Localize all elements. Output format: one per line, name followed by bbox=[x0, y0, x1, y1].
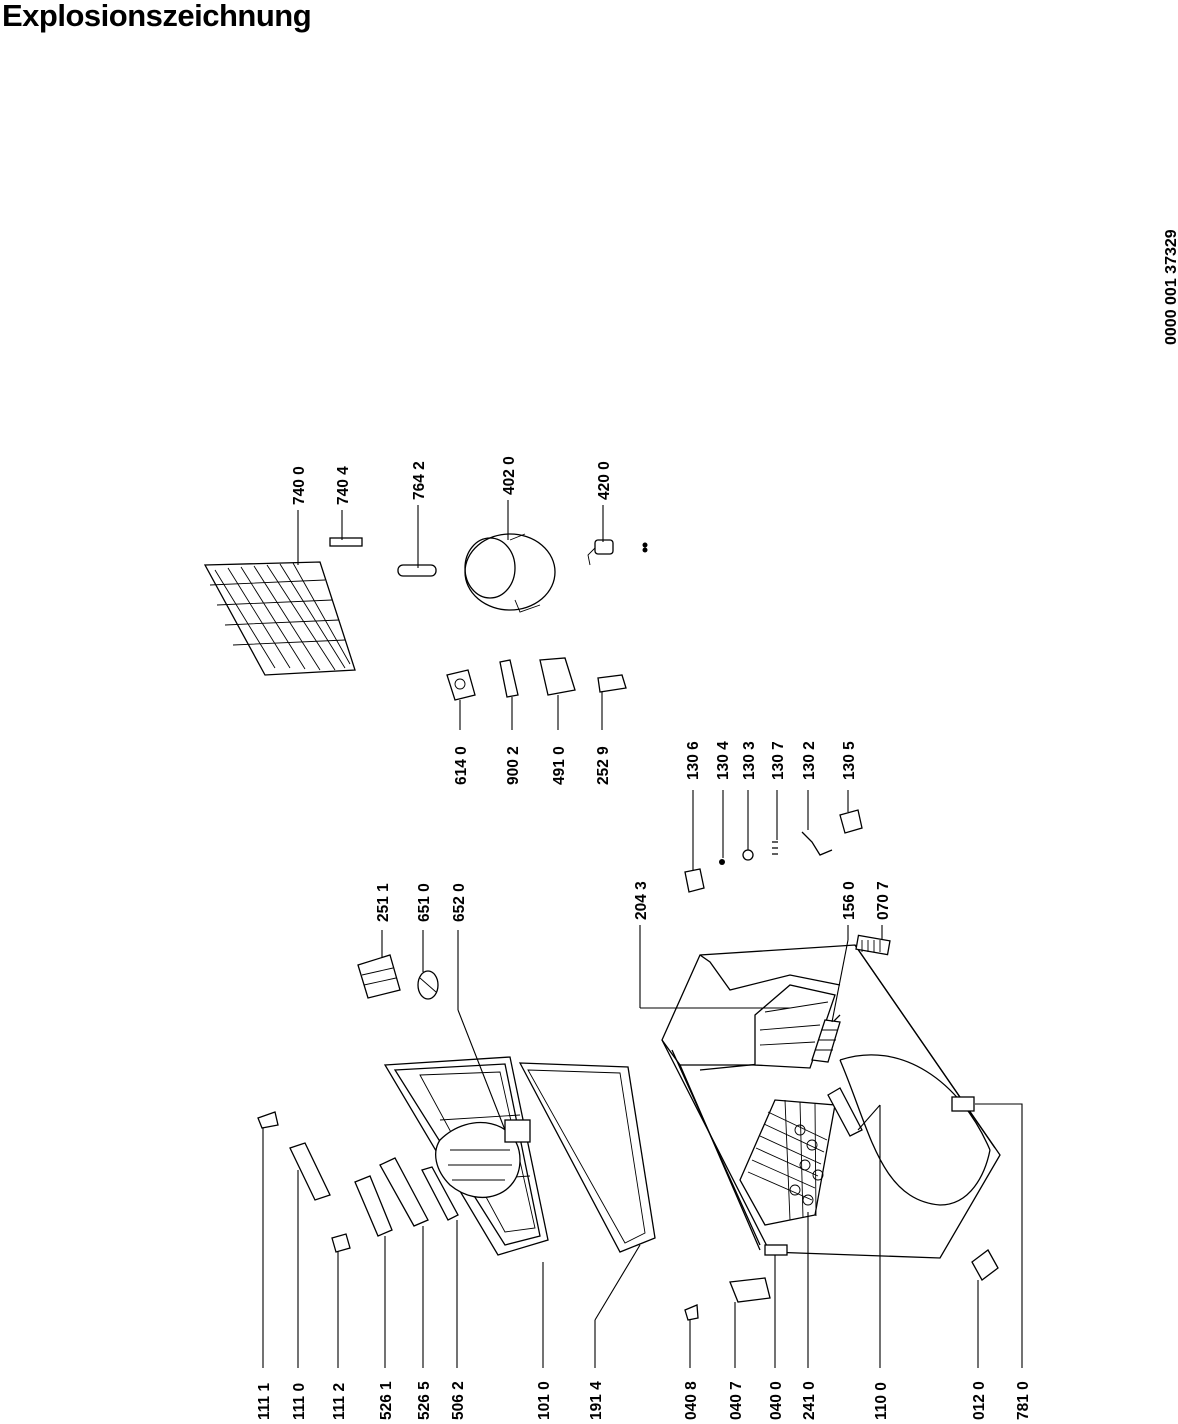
label-1010: 101 0 bbox=[536, 1381, 553, 1420]
label-5265: 526 5 bbox=[416, 1381, 433, 1420]
hinge-parts bbox=[257, 1096, 999, 1321]
filter-drier-7642 bbox=[397, 564, 437, 577]
part-7404 bbox=[329, 537, 363, 547]
label-6520: 652 0 bbox=[451, 883, 468, 922]
thermostat-6140 bbox=[446, 669, 476, 701]
part-4200 bbox=[587, 539, 648, 566]
label-6140: 614 0 bbox=[453, 746, 470, 785]
label-7642: 764 2 bbox=[411, 461, 428, 500]
shelf-bar-1100 bbox=[827, 1087, 863, 1137]
label-6510: 651 0 bbox=[416, 883, 433, 922]
label-1112: 111 2 bbox=[331, 1383, 348, 1420]
label-2511: 251 1 bbox=[375, 883, 392, 922]
label-9002: 900 2 bbox=[505, 746, 522, 785]
label-4200: 420 0 bbox=[596, 461, 613, 500]
label-1100: 110 0 bbox=[873, 1382, 890, 1420]
small-parts-130x bbox=[684, 809, 863, 893]
label-7404: 740 4 bbox=[335, 466, 352, 505]
label-1560: 156 0 bbox=[841, 881, 858, 920]
condenser-7400 bbox=[203, 561, 356, 676]
part-4910 bbox=[539, 657, 576, 696]
small-box-6520 bbox=[504, 1119, 531, 1143]
label-4020: 402 0 bbox=[501, 456, 518, 495]
label-2529: 252 9 bbox=[595, 746, 612, 785]
label-1306: 130 6 bbox=[685, 741, 702, 780]
lamp-6510 bbox=[417, 970, 439, 1000]
label-4910: 491 0 bbox=[551, 746, 568, 785]
compressor-4020 bbox=[464, 533, 556, 613]
part-2529 bbox=[597, 674, 627, 693]
label-1302: 130 2 bbox=[801, 741, 818, 780]
part-9002 bbox=[499, 659, 519, 698]
label-0407: 040 7 bbox=[728, 1381, 745, 1420]
label-1111: 111 1 bbox=[256, 1383, 273, 1420]
vent-grille-1560 bbox=[811, 1019, 841, 1063]
part-2511 bbox=[357, 954, 401, 999]
label-0120: 012 0 bbox=[971, 1381, 988, 1420]
label-2043: 204 3 bbox=[633, 881, 650, 920]
part-labels: 740 0 740 4 764 2 402 0 420 0 614 0 900 … bbox=[256, 456, 1032, 1420]
label-0400: 040 0 bbox=[768, 1381, 785, 1420]
label-1307: 130 7 bbox=[770, 741, 787, 780]
label-0707: 070 7 bbox=[875, 881, 892, 920]
label-5261: 526 1 bbox=[378, 1381, 395, 1420]
leader-lines bbox=[262, 500, 1023, 1368]
label-1305: 130 5 bbox=[841, 741, 858, 780]
label-2410: 241 0 bbox=[801, 1381, 818, 1420]
wire-basket-2410 bbox=[739, 1099, 836, 1226]
page-title: Explosionszeichnung bbox=[2, 0, 312, 33]
gasket-1914 bbox=[518, 1062, 656, 1253]
label-5062: 506 2 bbox=[450, 1381, 467, 1420]
label-7400: 740 0 bbox=[291, 466, 308, 505]
label-1303: 130 3 bbox=[741, 741, 758, 780]
label-0408: 040 8 bbox=[683, 1381, 700, 1420]
label-1914: 191 4 bbox=[588, 1381, 605, 1420]
part-0707 bbox=[855, 934, 891, 956]
grid-disc-6520 bbox=[435, 1121, 521, 1199]
label-1110: 111 0 bbox=[291, 1383, 308, 1420]
label-1304: 130 4 bbox=[715, 741, 732, 780]
label-7810: 781 0 bbox=[1015, 1381, 1032, 1420]
